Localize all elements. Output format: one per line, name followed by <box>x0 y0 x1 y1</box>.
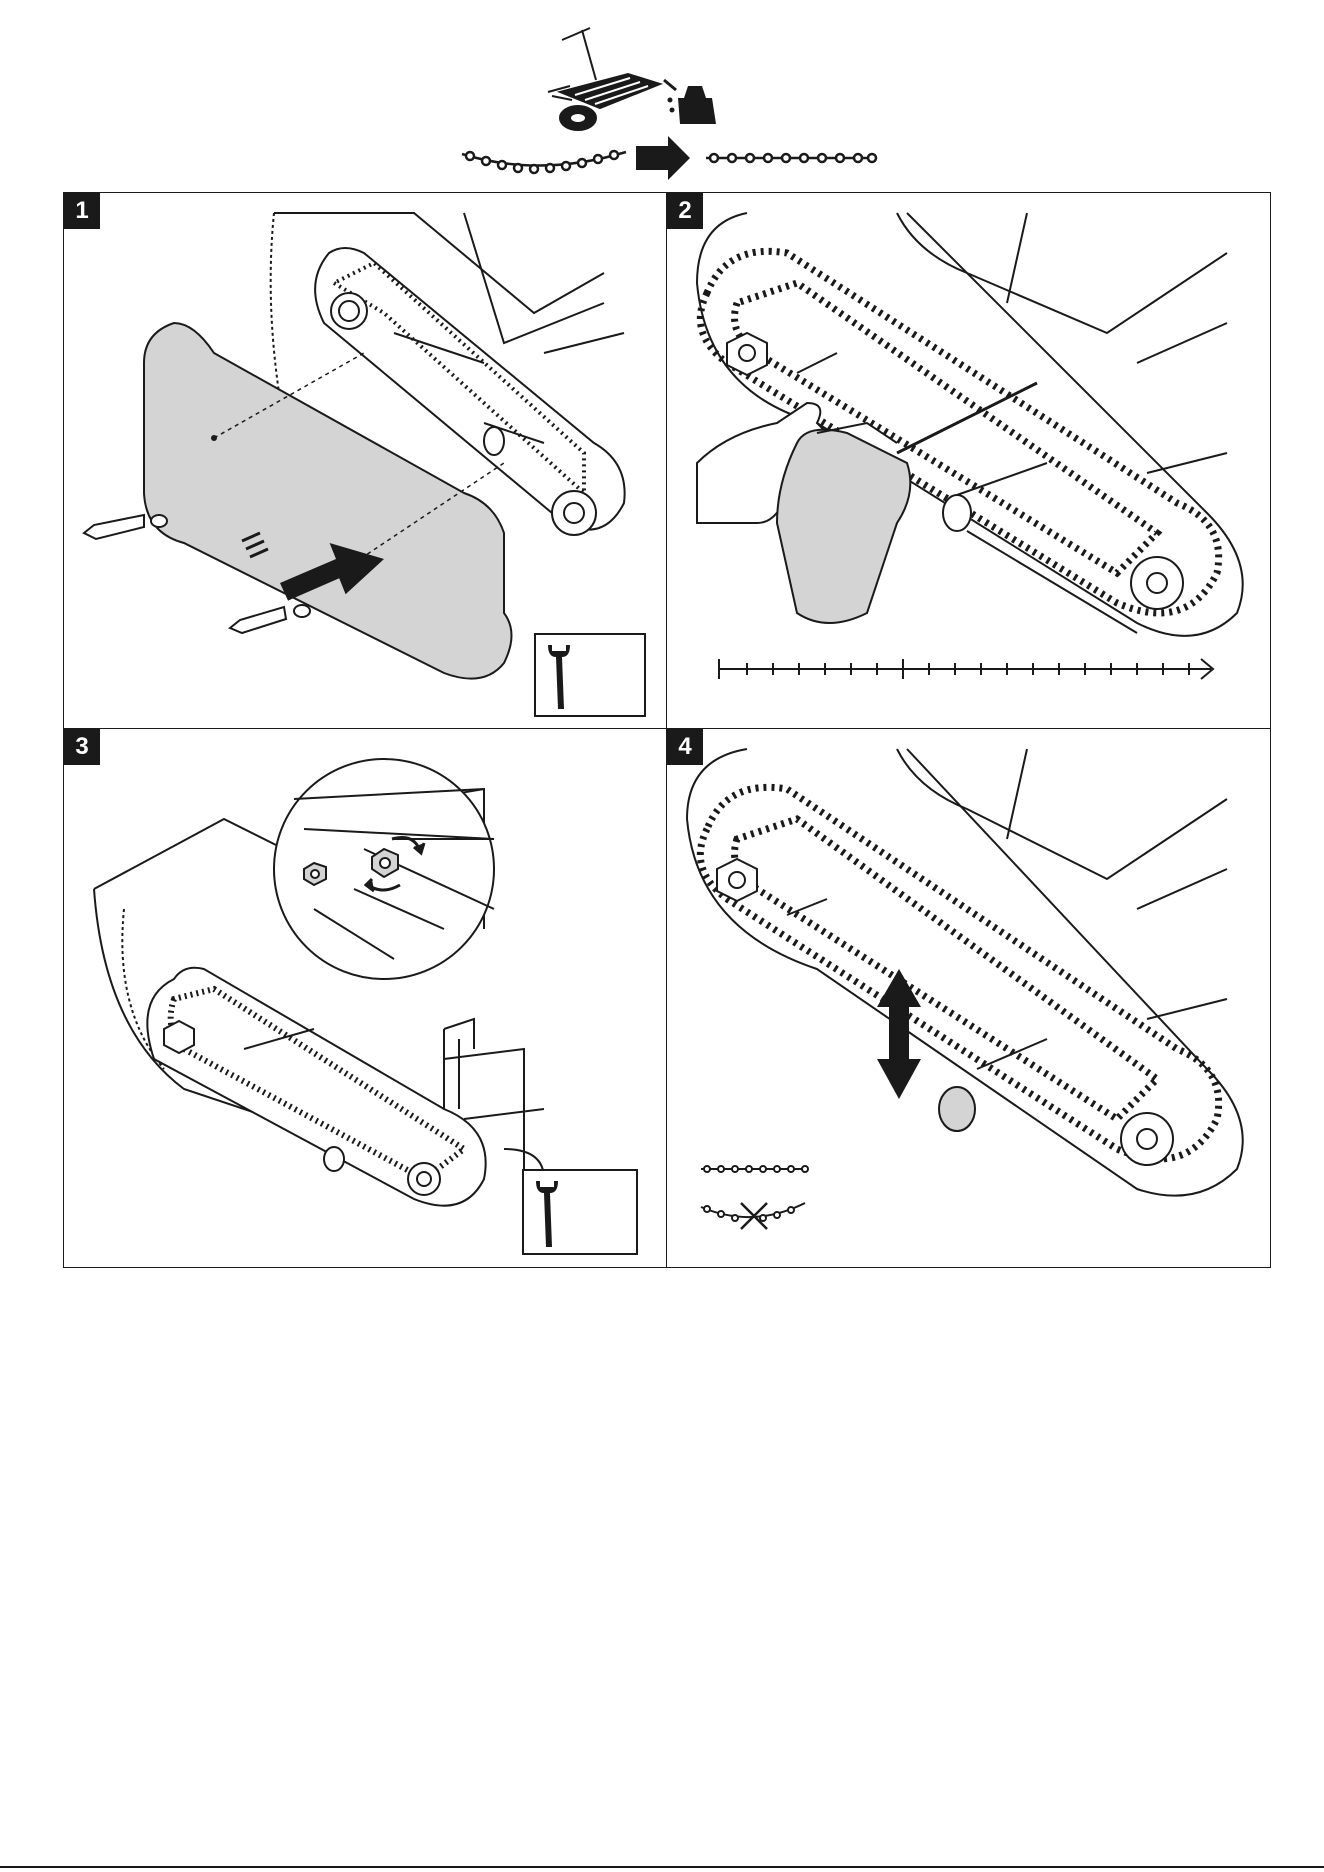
slack-chain-icon <box>462 151 626 173</box>
slack-chain-crossed-icon <box>701 1203 805 1229</box>
wrench-icon <box>536 635 644 715</box>
instruction-grid: 1 <box>63 192 1271 1268</box>
rotation-scale <box>719 659 1213 679</box>
tension-roller <box>939 1087 975 1131</box>
arrow-right-icon <box>636 136 690 180</box>
check-tension-illustration <box>667 729 1271 1268</box>
taut-chain-icon <box>706 154 876 162</box>
oil-chain-illustration <box>667 193 1271 730</box>
header-illustration <box>0 0 1324 190</box>
tool-box <box>534 633 646 717</box>
tool-box <box>522 1169 638 1255</box>
panel-3: 3 <box>63 728 668 1268</box>
oil-can-icon <box>777 430 910 623</box>
taut-chain-icon <box>701 1166 808 1172</box>
up-down-arrow-icon <box>877 969 921 1099</box>
wrench-icon <box>524 1171 636 1253</box>
header-svg <box>0 0 1324 190</box>
panel-4: 4 <box>666 728 1271 1268</box>
oil-can-icon <box>664 80 716 124</box>
bucket-icon <box>548 28 660 130</box>
panel-1: 1 <box>63 192 668 730</box>
panel-2: 2 <box>666 192 1271 730</box>
page-footer-rule <box>0 1866 1324 1868</box>
